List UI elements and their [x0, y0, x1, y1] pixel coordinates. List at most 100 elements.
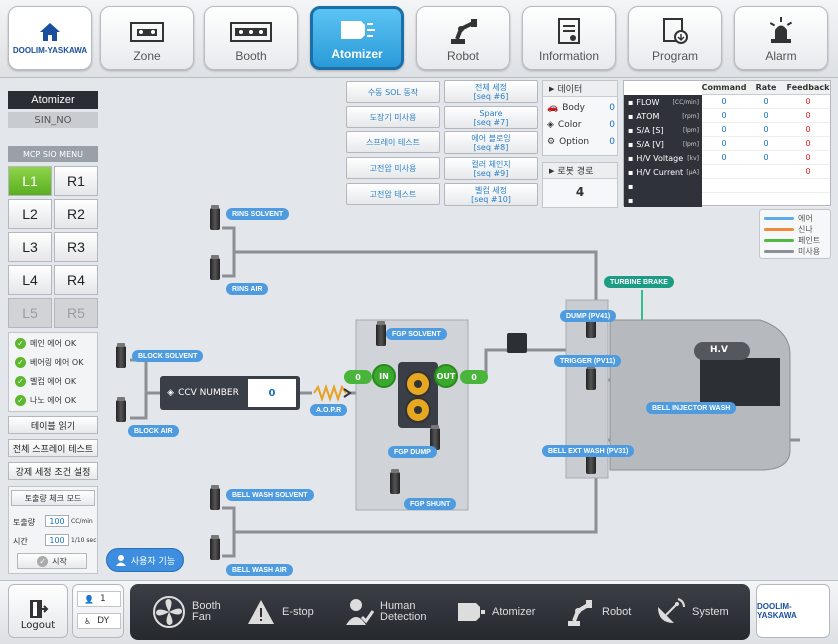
seq8-button[interactable]: 에어 블로잉[seq #8]	[444, 131, 538, 154]
table-row-label: ▪	[624, 193, 702, 207]
legend-item: 신나	[764, 224, 813, 235]
home-button[interactable]: DOOLIM-YASKAWA	[8, 6, 92, 70]
table-cell-fb: 0	[786, 109, 830, 123]
tab-atomizer[interactable]: Atomizer	[310, 6, 404, 70]
bell-wash-air-valve[interactable]	[210, 535, 220, 560]
paint-bucket-icon: ◈	[167, 388, 175, 398]
seq6-button[interactable]: 전체 세정[seq #6]	[444, 80, 538, 103]
user-function-button[interactable]: 사용자 기능	[106, 548, 184, 572]
dump-label: DUMP (PV41)	[560, 310, 617, 322]
tab-robot[interactable]: Robot	[416, 6, 510, 70]
rins-solvent-valve[interactable]	[210, 205, 220, 230]
fgp-dump-valve[interactable]	[430, 425, 440, 450]
logout-label: Logout	[20, 620, 56, 631]
estop-status[interactable]: E-stop	[246, 584, 314, 640]
tab-program[interactable]: Program	[628, 6, 722, 70]
amount-unit: CC/min	[71, 518, 93, 525]
r1-button[interactable]: R1	[54, 166, 98, 196]
seq-number: [seq #7]	[473, 117, 509, 127]
legend-swatch	[764, 217, 794, 220]
table-row-label: ▪H/V Current[μA]	[624, 165, 702, 179]
seq-number: [seq #9]	[473, 168, 509, 178]
robot-status[interactable]: Robot	[564, 584, 631, 640]
table-cell-rate	[746, 193, 786, 207]
atomizer-status[interactable]: Atomizer	[456, 584, 535, 640]
status-row: ✓메인 에어 OK	[15, 335, 76, 351]
in-value-badge: 0	[344, 370, 372, 384]
bullet-icon: ▪	[628, 139, 634, 149]
rins-air-valve[interactable]	[210, 255, 220, 280]
air-status-panel: ✓메인 에어 OK ✓베어링 에어 OK ✓벨컵 에어 OK ✓나노 에어 OK	[8, 332, 98, 412]
row-unit: [rpm]	[682, 112, 699, 120]
l4-button[interactable]: L4	[8, 265, 52, 295]
route-value: 4	[575, 185, 585, 199]
block-solvent-valve[interactable]	[116, 343, 126, 368]
l2-button[interactable]: L2	[8, 199, 52, 229]
table-cell-cmd: 0	[702, 137, 746, 151]
discharge-mode-button[interactable]: 토출량 체크 모드	[11, 490, 95, 506]
atomizer-status-label: Atomizer	[492, 605, 536, 618]
block-air-valve[interactable]	[116, 397, 126, 422]
row-label: FLOW	[636, 97, 660, 107]
seq7-button[interactable]: Spare[seq #7]	[444, 106, 538, 129]
tab-information[interactable]: Information	[522, 6, 616, 70]
data-label: Option	[559, 137, 590, 147]
tab-label: Information	[538, 49, 600, 63]
fgp-solvent-label: FGP SOLVENT	[386, 328, 447, 340]
amount-input[interactable]: 100	[45, 515, 69, 527]
bell-injector-wash-label: BELL INJECTOR WASH	[646, 402, 737, 414]
hv-test-button[interactable]: 고전압 테스트	[346, 183, 440, 205]
r2-button[interactable]: R2	[54, 199, 98, 229]
row-label: ATOM	[636, 111, 660, 121]
warning-icon	[248, 600, 274, 624]
l1-button[interactable]: L1	[8, 166, 52, 196]
estop-label: E-stop	[282, 605, 314, 618]
satellite-dish-icon	[658, 598, 685, 623]
legend-item: 페인트	[764, 235, 820, 246]
booth-icon	[230, 22, 272, 42]
home-icon	[40, 22, 60, 41]
data-label: Body	[562, 103, 585, 113]
hv-indicator	[694, 342, 750, 360]
table-read-button[interactable]: 테이블 읽기	[8, 416, 98, 434]
seq10-button[interactable]: 벨컵 세정[seq #10]	[444, 183, 538, 206]
bullet-icon: ▪	[628, 153, 634, 163]
trigger-valve[interactable]	[586, 365, 596, 390]
force-clean-setting-button[interactable]: 강제 세정 조건 설정	[8, 462, 98, 480]
check-icon: ✓	[37, 555, 49, 567]
manual-sol-button[interactable]: 수동 SOL 동작	[346, 81, 440, 103]
tab-booth[interactable]: Booth	[204, 6, 298, 70]
data-value: 0	[609, 120, 615, 130]
tab-alarm[interactable]: Alarm	[734, 6, 828, 70]
system-status[interactable]: System	[654, 584, 729, 640]
row-label: H/V Voltage	[636, 153, 684, 163]
user-level-value: 1	[99, 594, 106, 604]
r3-button[interactable]: R3	[54, 232, 98, 262]
fgp-solvent-valve[interactable]	[376, 321, 386, 346]
hv-unused-button[interactable]: 고전압 미사용	[346, 157, 440, 179]
start-button[interactable]: ✓시작	[17, 553, 87, 569]
bell-wash-solvent-valve[interactable]	[210, 485, 220, 510]
in-indicator: IN	[372, 364, 396, 388]
rins-solvent-label: RINS SOLVENT	[226, 208, 290, 220]
seq9-button[interactable]: 컬러 체인지[seq #9]	[444, 157, 538, 180]
r4-button[interactable]: R4	[54, 265, 98, 295]
l3-button[interactable]: L3	[8, 232, 52, 262]
table-cell-fb: 0	[786, 165, 830, 179]
row-unit: [lpm]	[682, 140, 699, 148]
full-spray-test-button[interactable]: 전체 스프레이 테스트	[8, 439, 98, 457]
user-function-label: 사용자 기능	[130, 556, 176, 567]
spray-test-button[interactable]: 스프레이 테스트	[346, 131, 440, 153]
logout-button[interactable]: Logout	[8, 584, 68, 638]
tab-zone[interactable]: Zone	[100, 6, 194, 70]
time-input[interactable]: 100	[45, 534, 69, 546]
fgp-shunt-label: FGP SHUNT	[404, 498, 457, 510]
fgp-shunt-valve[interactable]	[390, 469, 400, 494]
painter-unused-button[interactable]: 도장기 미사용	[346, 106, 440, 128]
tab-label: Alarm	[765, 49, 797, 63]
block-solvent-label: BLOCK SOLVENT	[132, 350, 204, 362]
